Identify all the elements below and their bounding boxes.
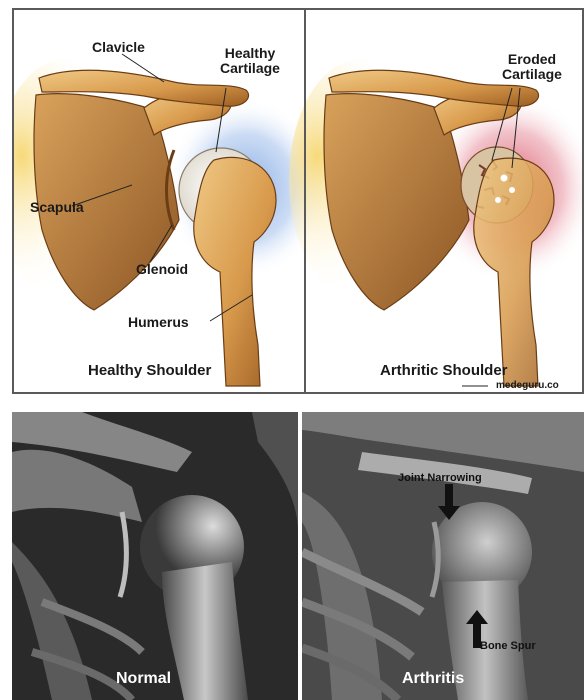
label-eroded-cartilage: Eroded Cartilage: [492, 52, 572, 82]
arthritic-shoulder-drawing: [289, 60, 584, 386]
annotation-joint-narrowing: Joint Narrowing: [398, 472, 482, 484]
label-healthy-cartilage: Healthy Cartilage: [210, 46, 290, 76]
panel-divider: [304, 10, 306, 392]
xray-normal: Normal: [12, 412, 298, 700]
annotation-bone-spur: Bone Spur: [480, 640, 536, 652]
caption-arthritis: Arthritis: [402, 670, 464, 688]
credit-text: medeguru.co: [496, 380, 559, 391]
xray-arthritis-image: [302, 412, 584, 700]
caption-arthritic-shoulder: Arthritic Shoulder: [380, 362, 508, 379]
xray-arthritis: Joint Narrowing Bone Spur Arthritis: [302, 412, 584, 700]
label-humerus: Humerus: [128, 315, 189, 330]
caption-healthy-shoulder: Healthy Shoulder: [88, 362, 211, 379]
healthy-shoulder-drawing: [14, 54, 326, 386]
xray-normal-image: [12, 412, 298, 700]
label-glenoid: Glenoid: [136, 262, 188, 277]
label-healthy-cartilage-line1: Healthy: [210, 46, 290, 61]
label-scapula: Scapula: [30, 200, 84, 215]
label-clavicle: Clavicle: [92, 40, 145, 55]
label-healthy-cartilage-line2: Cartilage: [210, 61, 290, 76]
caption-normal: Normal: [116, 670, 171, 688]
label-eroded-cartilage-line2: Cartilage: [492, 67, 572, 82]
shoulder-illustration-frame: Clavicle Healthy Cartilage Scapula Gleno…: [12, 8, 584, 394]
label-eroded-cartilage-line1: Eroded: [492, 52, 572, 67]
